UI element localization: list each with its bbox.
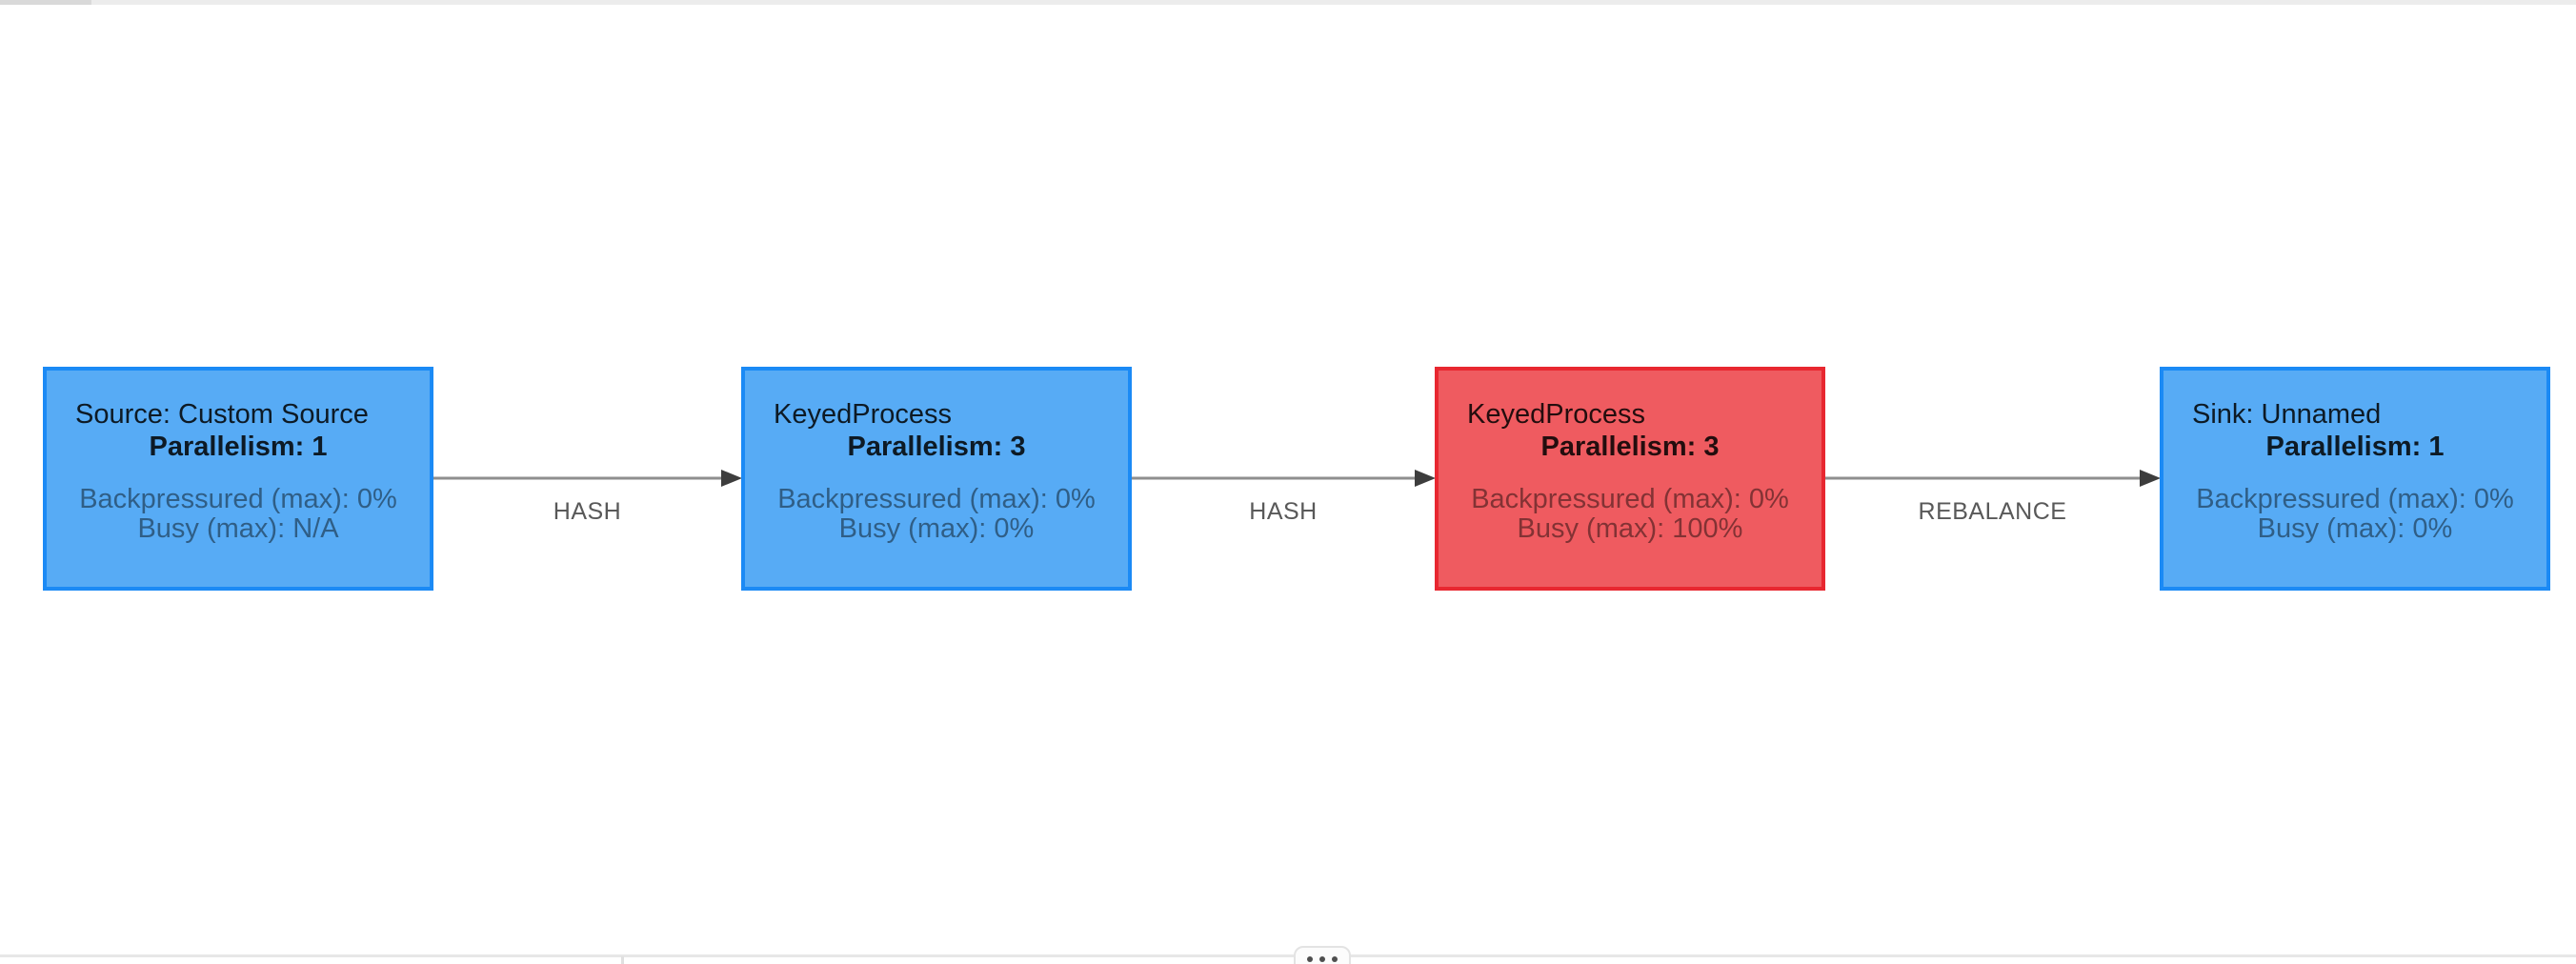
node-metrics: Backpressured (max): 0%Busy (max): 0% [2163,485,2546,544]
node-metrics: Backpressured (max): 0%Busy (max): N/A [47,485,430,544]
edge-2: REBALANCE [1825,470,2161,525]
edge-0: HASH [433,470,742,525]
arrowhead-icon [1415,470,1436,487]
node-name: Source: Custom Source [75,399,369,430]
edge-label: REBALANCE [1919,498,2067,525]
node-metrics: Backpressured (max): 0%Busy (max): 100% [1439,485,1821,544]
ellipsis-dot [1307,956,1313,962]
node-name: KeyedProcess [1467,399,1645,430]
edge-1: HASH [1132,470,1436,525]
node-backpressured-metric: Backpressured (max): 0% [1471,484,1789,514]
edge-label: HASH [553,498,621,525]
node-metrics: Backpressured (max): 0%Busy (max): 0% [745,485,1128,544]
node-backpressured-metric: Backpressured (max): 0% [777,484,1096,514]
horizontal-scrollbar-thumb[interactable] [0,0,91,5]
node-parallelism: Parallelism: 3 [1540,432,1720,462]
edge-label: HASH [1249,498,1317,525]
node-backpressured-metric: Backpressured (max): 0% [2196,484,2514,514]
panel-collapse-handle[interactable] [1294,946,1351,964]
ellipsis-dot [1332,956,1338,962]
node-busy-metric: Busy (max): 100% [1517,513,1743,544]
bottom-panel-top-border [0,954,2576,957]
node-busy-metric: Busy (max): 0% [2257,513,2453,544]
node-name: KeyedProcess [774,399,952,430]
node-parallelism: Parallelism: 1 [2265,432,2445,462]
arrowhead-icon [2140,470,2161,487]
node-busy-metric: Busy (max): N/A [137,513,339,544]
bottom-panel-column-divider [621,956,624,964]
node-parallelism: Parallelism: 3 [847,432,1026,462]
ellipsis-dot [1319,956,1325,962]
node-name: Sink: Unnamed [2192,399,2382,430]
node-busy-metric: Busy (max): 0% [838,513,1035,544]
node-backpressured-metric: Backpressured (max): 0% [79,484,397,514]
node-parallelism: Parallelism: 1 [149,432,328,462]
ellipsis-icon [1307,956,1338,962]
arrowhead-icon [721,470,742,487]
horizontal-scrollbar-track[interactable] [0,0,2576,5]
